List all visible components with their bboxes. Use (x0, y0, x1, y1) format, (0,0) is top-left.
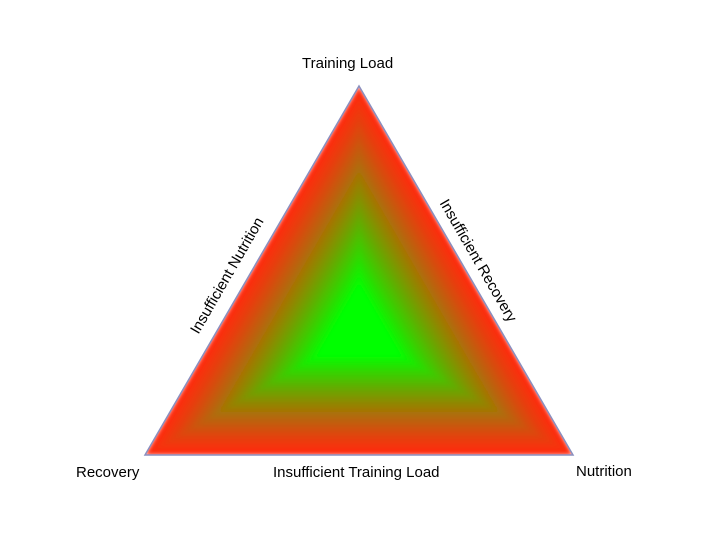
gradient-layer (355, 327, 363, 335)
vertex-label-nutrition: Nutrition (576, 463, 632, 480)
triangle-outline (143, 84, 575, 456)
vertex-label-training-load: Training Load (302, 55, 394, 72)
vertex-label-recovery: Recovery (76, 464, 140, 481)
edge-label-insufficient-training-load: Insufficient Training Load (273, 464, 440, 481)
